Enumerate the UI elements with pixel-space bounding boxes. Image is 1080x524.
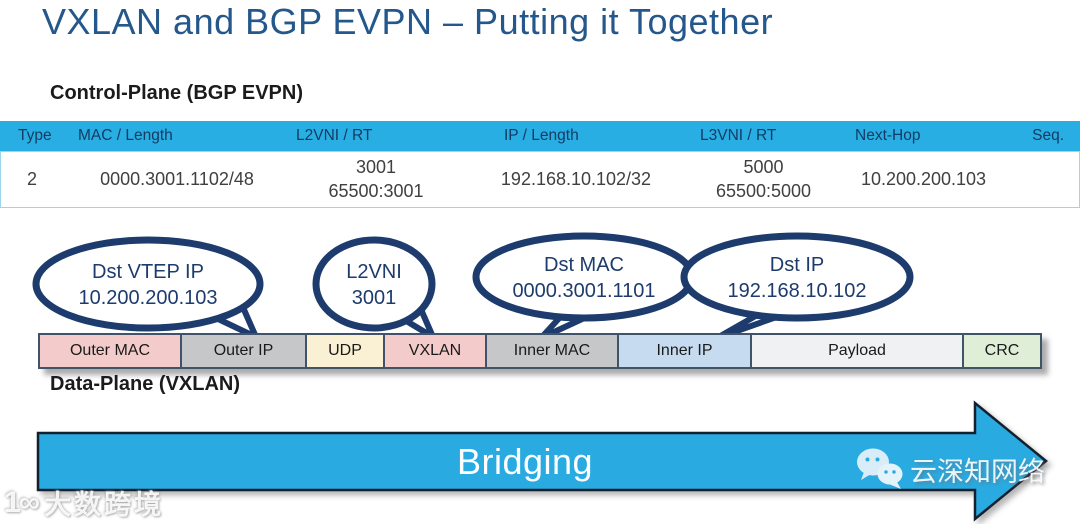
- cell-mac: 0000.3001.1102/48: [100, 168, 254, 189]
- packet-segment-outer-ip: Outer IP: [180, 333, 305, 369]
- packet-segment-inner-ip: Inner IP: [617, 333, 750, 369]
- column-header-seq: Seq.: [1032, 127, 1064, 145]
- logo-watermark-text: 大数跨境: [44, 490, 165, 520]
- bgp-evpn-route-table: Type MAC / Length L2VNI / RT IP / Length…: [0, 121, 1080, 208]
- cell-type: 2: [26, 168, 37, 189]
- column-header-mac: MAC / Length: [78, 127, 173, 145]
- column-header-ip: IP / Length: [504, 127, 579, 145]
- callout-dst-mac-line1: Dst MAC: [544, 254, 624, 276]
- column-header-l2vni: L2VNI / RT: [296, 127, 373, 145]
- callout-bubble-dst-ip: [680, 232, 914, 322]
- column-header-nexthop: Next-Hop: [855, 127, 921, 145]
- logo-watermark: 1∞ 大数跨境: [4, 483, 164, 522]
- data-plane-heading: Data-Plane (VXLAN): [50, 373, 241, 395]
- vxlan-packet-bar: Outer MAC Outer IP UDP VXLAN Inner MAC I…: [38, 333, 1042, 369]
- packet-segment-outer-mac: Outer MAC: [38, 333, 180, 369]
- packet-segment-inner-mac: Inner MAC: [485, 333, 617, 369]
- wechat-watermark: 云深知网络: [856, 447, 1045, 491]
- callout-bubbles: Dst VTEP IP 10.200.200.103 L2VNI 3001 Ds…: [32, 232, 914, 341]
- callout-l2vni-line1: L2VNI: [346, 261, 402, 283]
- packet-segment-payload: Payload: [750, 333, 962, 369]
- callout-dst-ip-line2: 192.168.10.102: [727, 280, 866, 302]
- packet-segment-vxlan: VXLAN: [383, 333, 485, 369]
- callout-bubble-dst-mac: [472, 232, 696, 322]
- callout-dst-mac-line2: 0000.3001.1101: [512, 280, 655, 302]
- callout-bubble-dst-vtep: [32, 236, 264, 332]
- callout-dst-ip-line1: Dst IP: [770, 254, 824, 276]
- cell-ip: 192.168.10.102/32: [500, 168, 652, 189]
- cell-l3vni: 5000 65500:5000: [715, 157, 812, 201]
- bridging-label: Bridging: [456, 441, 594, 482]
- column-header-type: Type: [18, 127, 52, 145]
- wechat-watermark-text: 云深知网络: [910, 456, 1045, 487]
- packet-segment-udp: UDP: [305, 333, 383, 369]
- callout-dst-vtep-line2: 10.200.200.103: [78, 287, 217, 309]
- table-header-row: Type MAC / Length L2VNI / RT IP / Length…: [0, 121, 1080, 151]
- table-row: 2 0000.3001.1102/48 3001 65500:3001 192.…: [0, 151, 1080, 208]
- arrow-shape: [36, 400, 1048, 522]
- page-title: VXLAN and BGP EVPN – Putting it Together: [42, 1, 774, 42]
- callout-dst-vtep-line1: Dst VTEP IP: [92, 261, 204, 283]
- callout-l2vni-line2: 3001: [352, 287, 397, 309]
- control-plane-heading: Control-Plane (BGP EVPN): [50, 82, 303, 104]
- bridging-arrow: [36, 400, 1048, 522]
- packet-segment-crc: CRC: [962, 333, 1042, 369]
- cell-nexthop: 10.200.200.103: [860, 168, 987, 189]
- wechat-icon: [857, 448, 903, 489]
- callout-bubble-l2vni: [312, 236, 436, 332]
- column-header-l3vni: L3VNI / RT: [700, 127, 777, 145]
- cell-l2vni: 3001 65500:3001: [328, 157, 424, 201]
- logo-icon: 1∞: [4, 485, 40, 519]
